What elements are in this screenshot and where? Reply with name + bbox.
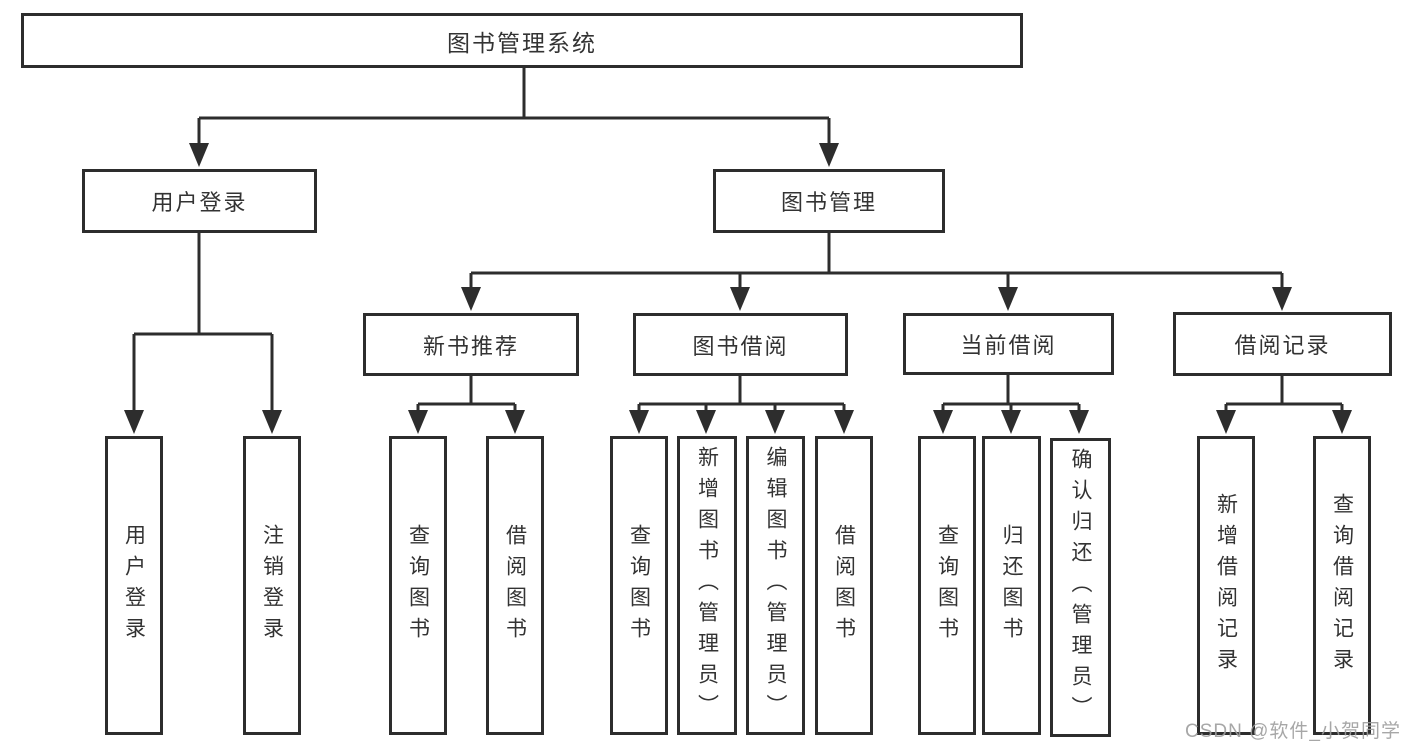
leaf-query-books-3: 查询图书 [918,436,976,735]
leaf-edit-books-admin: 编辑图书（管理员） [746,436,805,735]
leaf-return-books: 归还图书 [982,436,1041,735]
leaf-logout: 注销登录 [243,436,301,735]
leaf-add-books-admin-label: 新增图书（管理员） [695,446,719,725]
node-book-management-label: 图书管理 [780,190,877,215]
node-user-login: 用户登录 [82,169,317,233]
node-book-borrow: 图书借阅 [633,313,848,376]
leaf-confirm-return-admin-label: 确认归还（管理员） [1069,448,1092,727]
leaf-logout-label: 注销登录 [260,523,284,648]
leaf-user-login: 用户登录 [105,436,163,735]
node-new-book-recommend: 新书推荐 [363,313,579,376]
node-book-management: 图书管理 [713,169,945,233]
node-current-borrow: 当前借阅 [903,313,1114,375]
leaf-borrow-books-2-label: 借阅图书 [832,523,856,648]
leaf-query-books-2-label: 查询图书 [627,523,651,648]
leaf-query-books-3-label: 查询图书 [935,523,959,648]
leaf-borrow-books-2: 借阅图书 [815,436,873,735]
node-user-login-label: 用户登录 [151,190,248,215]
leaf-confirm-return-admin: 确认归还（管理员） [1050,438,1111,737]
leaf-query-borrow-record: 查询借阅记录 [1313,436,1371,735]
leaf-query-books-2: 查询图书 [610,436,668,735]
leaf-user-login-label: 用户登录 [122,523,146,648]
leaf-query-borrow-record-label: 查询借阅记录 [1330,492,1354,679]
arrowheads [124,143,1352,434]
leaf-add-borrow-record: 新增借阅记录 [1197,436,1255,735]
node-borrow-records-label: 借阅记录 [1234,333,1331,358]
node-root-label: 图书管理系统 [447,29,597,56]
csdn-watermark: CSDN @软件_小贺同学 [1185,721,1401,742]
node-book-borrow-label: 图书借阅 [692,333,789,359]
leaf-query-books-1: 查询图书 [389,436,447,735]
node-current-borrow-label: 当前借阅 [960,333,1057,358]
leaf-add-books-admin: 新增图书（管理员） [677,436,737,735]
leaf-query-books-1-label: 查询图书 [406,523,430,648]
node-root: 图书管理系统 [21,13,1023,68]
node-new-book-recommend-label: 新书推荐 [422,333,519,359]
leaf-return-books-label: 归还图书 [1000,523,1023,648]
node-borrow-records: 借阅记录 [1173,312,1392,376]
leaf-borrow-books-1: 借阅图书 [486,436,544,735]
leaf-edit-books-admin-label: 编辑图书（管理员） [764,446,787,725]
leaf-borrow-books-1-label: 借阅图书 [503,523,527,648]
leaf-add-borrow-record-label: 新增借阅记录 [1214,492,1238,679]
